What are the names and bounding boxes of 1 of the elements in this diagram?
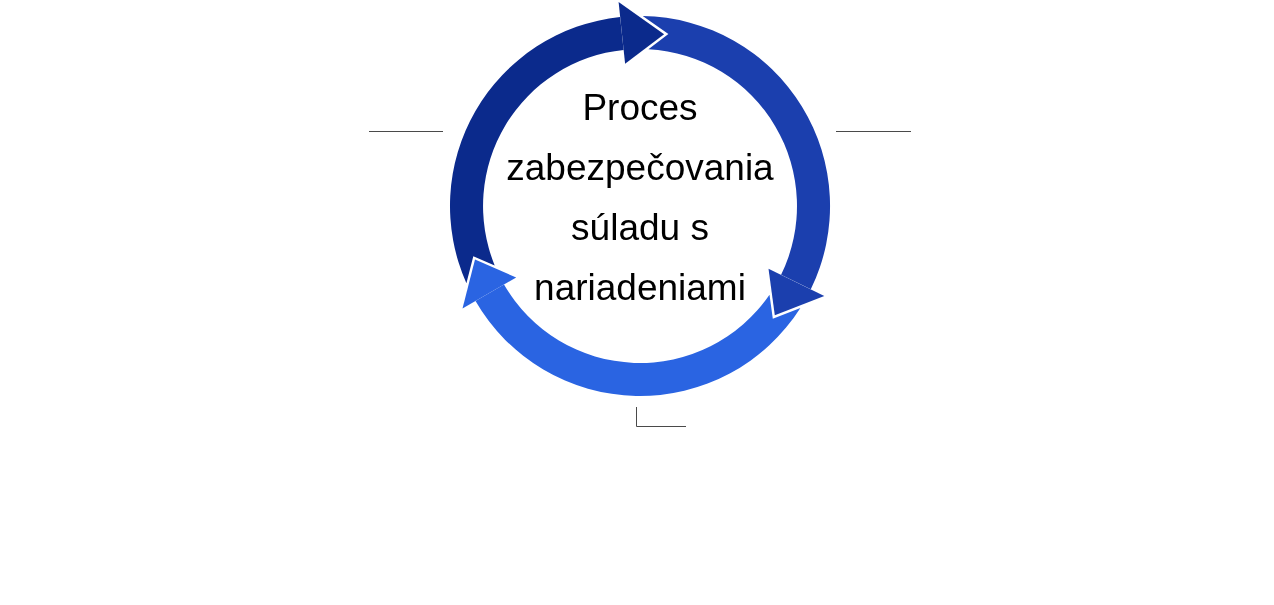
center-label: Proces zabezpečovania súladu s nariadeniami bbox=[504, 78, 776, 318]
